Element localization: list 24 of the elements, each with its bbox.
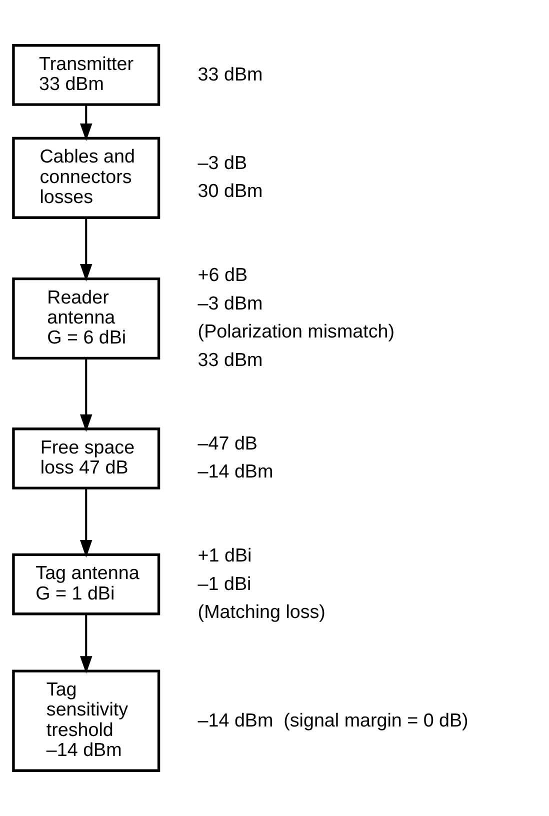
- arrow: [80, 358, 92, 432]
- node-label: –3 dBm: [198, 292, 263, 314]
- node-label: (Matching loss): [198, 601, 326, 622]
- arrow: [80, 614, 92, 674]
- node-label: –1 dBi: [198, 572, 252, 594]
- node-box: Tag antenna G = 1 dBi: [12, 553, 160, 616]
- node-label: (Polarization mismatch): [198, 320, 395, 342]
- node-box: Tag sensitivity treshold –14 dBm: [12, 670, 160, 772]
- node-label: 30 dBm: [198, 180, 263, 202]
- node-label: –47 dB: [198, 432, 258, 454]
- node-box: Reader antenna G = 6 dBi: [12, 277, 160, 360]
- node-label: +1 dBi: [198, 544, 252, 566]
- arrow: [80, 104, 92, 141]
- node-box: Transmitter 33 dBm: [12, 44, 160, 106]
- node-label: +6 dB: [198, 264, 248, 286]
- node-box: Free space loss 47 dB: [12, 428, 160, 490]
- node-label: –3 dB: [198, 152, 248, 173]
- node-label: 33 dBm: [198, 64, 263, 85]
- arrow: [80, 488, 92, 558]
- node-box: Cables and connectors losses: [12, 136, 160, 219]
- node-label: –14 dBm (signal margin = 0 dB): [198, 709, 468, 730]
- arrow: [80, 218, 92, 282]
- node-label: 33 dBm: [198, 348, 263, 370]
- node-label: –14 dBm: [198, 460, 274, 482]
